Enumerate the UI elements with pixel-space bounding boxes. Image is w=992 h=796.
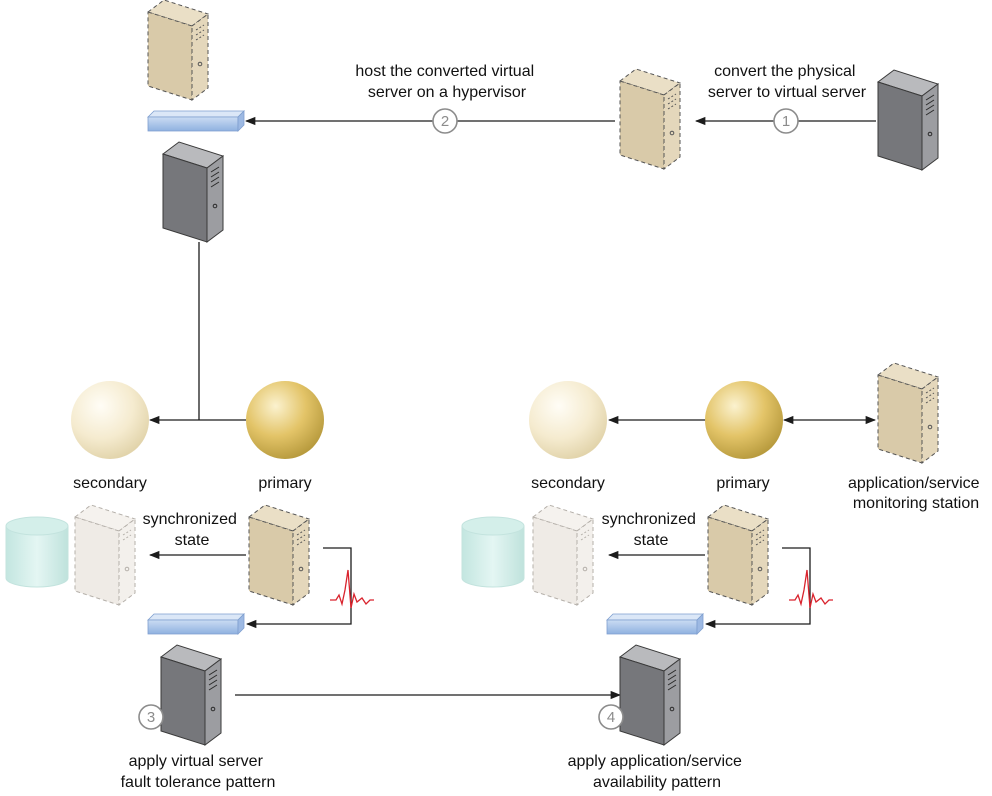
primary-virtual-server-icon	[707, 504, 769, 606]
physical-server-icon	[160, 644, 222, 746]
storage-cylinder-icon	[5, 516, 69, 588]
step-1-caption: convert the physical server to virtual s…	[708, 63, 867, 101]
primary-node-icon	[705, 381, 783, 459]
storage-cylinder-icon	[461, 516, 525, 588]
virtual-server-icon	[147, 0, 209, 101]
physical-server-icon	[619, 644, 681, 746]
hypervisor-icon	[606, 613, 704, 635]
step-marker-1: 1	[773, 108, 799, 134]
step-marker-3: 3	[138, 704, 164, 730]
primary-label: primary	[716, 475, 769, 492]
hypervisor-icon	[147, 110, 245, 132]
hypervisor-icon	[147, 613, 245, 635]
secondary-node-icon	[71, 381, 149, 459]
step-number: 3	[147, 709, 155, 726]
step-2-caption: host the converted virtual server on a h…	[355, 63, 538, 101]
step-3-caption: apply virtual server fault tolerance pat…	[121, 753, 276, 791]
primary-label: primary	[258, 475, 311, 492]
secondary-label: secondary	[73, 475, 147, 492]
step-number: 1	[782, 113, 790, 130]
physical-server-icon	[877, 69, 939, 171]
connectors	[148, 116, 877, 700]
physical-server-icon	[162, 141, 224, 243]
heartbeat-pulse-icon	[789, 569, 833, 609]
secondary-label: secondary	[531, 475, 605, 492]
heartbeat-pulse-icon	[330, 569, 374, 609]
heartbeat-loop-left	[245, 547, 352, 629]
primary-node-icon	[246, 381, 324, 459]
primary-virtual-server-icon	[248, 504, 310, 606]
sync-state-label: synchronized state	[143, 511, 242, 549]
step-4-caption: apply application/service availability p…	[568, 753, 747, 791]
monitoring-station-label: application/service monitoring station	[848, 475, 984, 512]
secondary-virtual-server-icon	[74, 504, 136, 606]
step-marker-4: 4	[598, 704, 624, 730]
monitoring-station-icon	[877, 362, 939, 464]
secondary-node-icon	[529, 381, 607, 459]
heartbeat-loop-right	[704, 547, 811, 629]
step-number: 2	[441, 113, 449, 130]
secondary-virtual-server-icon	[532, 504, 594, 606]
step-number: 4	[607, 709, 615, 726]
step-marker-2: 2	[432, 108, 458, 134]
sync-state-label: synchronized state	[602, 511, 701, 549]
virtual-server-icon	[619, 68, 681, 170]
